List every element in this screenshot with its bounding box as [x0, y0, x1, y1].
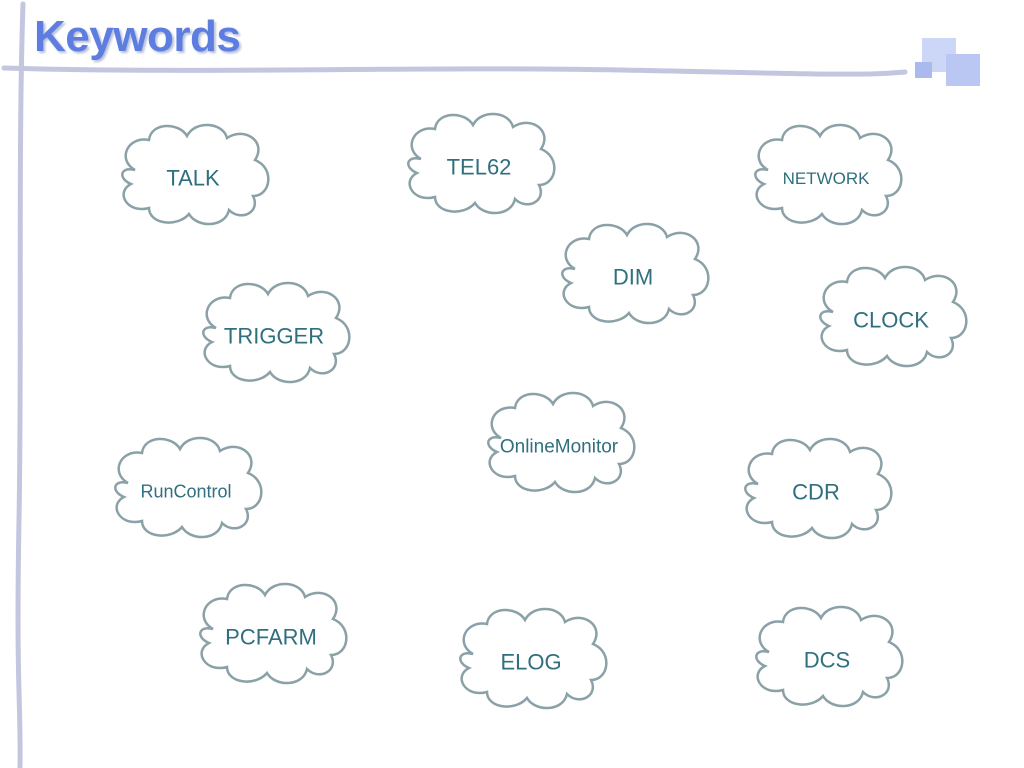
keyword-label: CDR [792, 480, 840, 505]
keyword-cloud-dim: DIM [561, 222, 710, 325]
cloud-shape [407, 112, 556, 215]
keyword-cloud-tel62: TEL62 [407, 112, 556, 215]
keyword-cloud-cdr: CDR [744, 437, 893, 540]
keyword-cloud-elog: ELOG [459, 607, 608, 710]
keyword-label: OnlineMonitor [500, 437, 619, 458]
keyword-label: NETWORK [783, 169, 871, 188]
keyword-label: CLOCK [853, 308, 929, 333]
keyword-label: TALK [166, 166, 220, 191]
keyword-cloud-runcontrol: RunControl [114, 436, 263, 539]
keyword-label: TRIGGER [224, 324, 324, 349]
left-rule [15, 1, 26, 768]
keyword-label: ELOG [500, 650, 561, 675]
cloud-shape [459, 607, 608, 710]
keyword-label: TEL62 [447, 155, 512, 180]
keyword-cloud-network: NETWORK [754, 123, 903, 226]
keyword-cloud-pcfarm: PCFARM [199, 582, 348, 685]
keyword-cloud-trigger: TRIGGER [202, 281, 351, 384]
cloud-shape [561, 222, 710, 325]
keyword-label: DCS [804, 648, 850, 673]
title-rule [1, 65, 908, 77]
keyword-label: PCFARM [225, 625, 317, 650]
cloud-shape [487, 391, 636, 494]
cloud-shape [202, 281, 351, 384]
keyword-cloud-talk: TALK [121, 123, 270, 226]
cloud-shape [121, 123, 270, 226]
cloud-shape [819, 265, 968, 368]
cloud-shape [114, 436, 263, 539]
cloud-shape [199, 582, 348, 685]
slide-title: Keywords [34, 12, 241, 61]
keyword-label: RunControl [140, 481, 231, 501]
keyword-cloud-clock: CLOCK [819, 265, 968, 368]
keyword-cloud-dcs: DCS [755, 605, 904, 708]
cloud-shape [755, 605, 904, 708]
keyword-label: DIM [613, 265, 653, 290]
logo-squares-icon [915, 38, 980, 86]
cloud-shape [744, 437, 893, 540]
keyword-cloud-onlinemonitor: OnlineMonitor [487, 391, 636, 494]
cloud-shape [754, 123, 903, 226]
